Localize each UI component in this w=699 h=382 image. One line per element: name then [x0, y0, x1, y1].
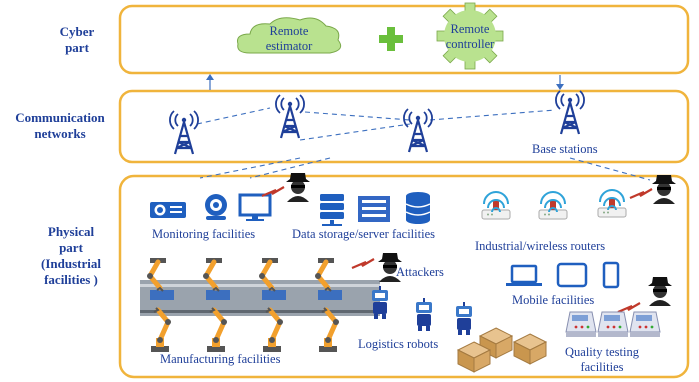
layer-label-physical: Physical part (Industrial facilities ) [41, 224, 101, 287]
tablet-icon [556, 262, 588, 288]
lightning-icon [350, 257, 376, 270]
layer-label-cyber: Cyber part [59, 24, 95, 55]
physical-frame [118, 174, 690, 379]
monitoring-label: Monitoring facilities [152, 227, 256, 241]
hacker-icon [648, 277, 672, 306]
server-rack-icon [358, 196, 390, 222]
database-icon [405, 192, 431, 224]
cloud-icon [237, 17, 342, 54]
webcam-icon [205, 194, 227, 220]
tower-icon [402, 107, 434, 154]
network-links [196, 107, 651, 181]
lightning-icon [616, 301, 642, 314]
base-stations-label: Base stations [532, 142, 598, 156]
laptop-icon [506, 264, 542, 286]
projector-icon [150, 202, 186, 218]
hacker-icon [286, 173, 310, 202]
tower-icon [274, 93, 306, 140]
remote-estimator-label: Remote estimator [265, 24, 313, 53]
mobile-label: Mobile facilities [512, 293, 595, 307]
robot-icon [456, 302, 472, 335]
downlink-arrow [556, 75, 564, 90]
router-icon [481, 191, 511, 220]
router-icon [597, 189, 627, 218]
hacker-icon [652, 175, 676, 204]
communication-frame [118, 89, 690, 164]
server-icon [320, 194, 344, 226]
box-icon [513, 333, 547, 365]
layer-label-communication: Communication networks [15, 110, 105, 141]
plus-icon [379, 27, 403, 51]
conveyor-icon [140, 280, 380, 316]
logistics-label: Logistics robots [358, 337, 439, 351]
tower-icon [554, 89, 586, 136]
data-storage-label: Data storage/server facilities [292, 227, 435, 241]
remote-controller-label: Remote controller [445, 22, 495, 51]
gear-icon [436, 2, 504, 70]
lightning-icon [628, 187, 654, 200]
lightning-icon [260, 185, 286, 198]
quality-label: Quality testing facilities [565, 345, 639, 374]
routers-label: Industrial/wireless routers [475, 239, 606, 253]
tower-icon [168, 109, 200, 156]
phone-icon [602, 261, 620, 289]
router-icon [538, 191, 568, 220]
tester-icon [565, 311, 597, 338]
manufacturing-label: Manufacturing facilities [160, 352, 281, 366]
attackers-label: Attackers [396, 265, 444, 279]
tester-icon [629, 311, 661, 338]
robot-icon [416, 298, 432, 331]
cyber-frame [118, 4, 690, 75]
tester-icon [597, 311, 629, 338]
uplink-arrow [206, 74, 214, 90]
monitor-icon [238, 193, 272, 221]
